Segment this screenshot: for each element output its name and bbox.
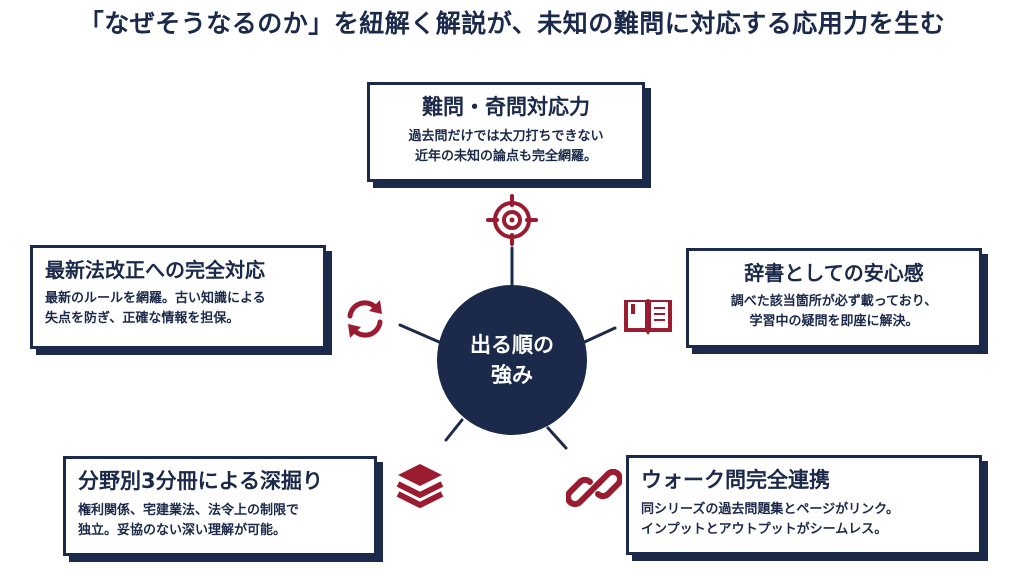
book-icon <box>624 299 672 335</box>
card-text-line2: 学習中の疑問を即座に解決。 <box>749 314 919 329</box>
card-text-line1: 最新のルールを網羅。古い知識による <box>45 291 266 306</box>
card-title: 難問・奇問対応力 <box>422 95 590 119</box>
connector-left <box>398 323 448 347</box>
card-title: 分野別3分冊による深掘り <box>78 469 323 493</box>
card-three-volumes: 分野別3分冊による深掘り 権利関係、宅建業法、法令上の制限で 独立。妥協のない深… <box>63 456 377 556</box>
card-title: ウォーク問完全連携 <box>641 468 830 492</box>
center-label: 出る順の 強み <box>437 330 587 390</box>
card-law-revision: 最新法改正への完全対応 最新のルールを網羅。古い知識による 失点を防ぎ、正確な情… <box>30 245 326 349</box>
card-text-line1: 同シリーズの過去問題集とページがリンク。 <box>641 502 900 517</box>
card-text-line1: 調べた該当箇所が必ず載っており、 <box>730 294 938 309</box>
target-icon <box>486 194 538 246</box>
card-walk-link: ウォーク問完全連携 同シリーズの過去問題集とページがリンク。 インプットとアウト… <box>626 455 982 555</box>
card-text-line1: 過去問だけでは太刀打ちできない <box>408 129 604 144</box>
center-circle <box>437 285 587 435</box>
card-title: 最新法改正への完全対応 <box>45 258 265 282</box>
card-text-line2: 失点を防ぎ、正確な情報を担保。 <box>45 311 240 326</box>
card-dictionary: 辞書としての安心感 調べた該当箇所が必ず載っており、 学習中の疑問を即座に解決。 <box>686 248 982 348</box>
card-text-line1: 権利関係、宅建業法、法令上の制限で <box>78 503 300 518</box>
connector-bottom-left <box>444 418 464 442</box>
connector-bottom-right <box>546 426 568 450</box>
center-label-line1: 出る順の <box>470 333 554 357</box>
card-difficult-questions: 難問・奇問対応力 過去問だけでは太刀打ちできない 近年の未知の論点も完全網羅。 <box>367 82 645 182</box>
card-text-line2: 独立。妥協のない深い理解が可能。 <box>78 523 287 538</box>
refresh-icon <box>347 300 383 338</box>
layers-icon <box>396 464 444 508</box>
card-title: 辞書としての安心感 <box>744 261 924 285</box>
card-text-line2: インプットとアウトプットがシームレス。 <box>641 522 888 537</box>
card-text-line2: 近年の未知の論点も完全網羅。 <box>414 149 597 164</box>
link-icon <box>566 468 622 508</box>
center-label-line2: 強み <box>491 363 533 387</box>
page-title: 「なぜそうなるのか」を紐解く解説が、未知の難問に対応する応用力を生む <box>78 9 946 38</box>
